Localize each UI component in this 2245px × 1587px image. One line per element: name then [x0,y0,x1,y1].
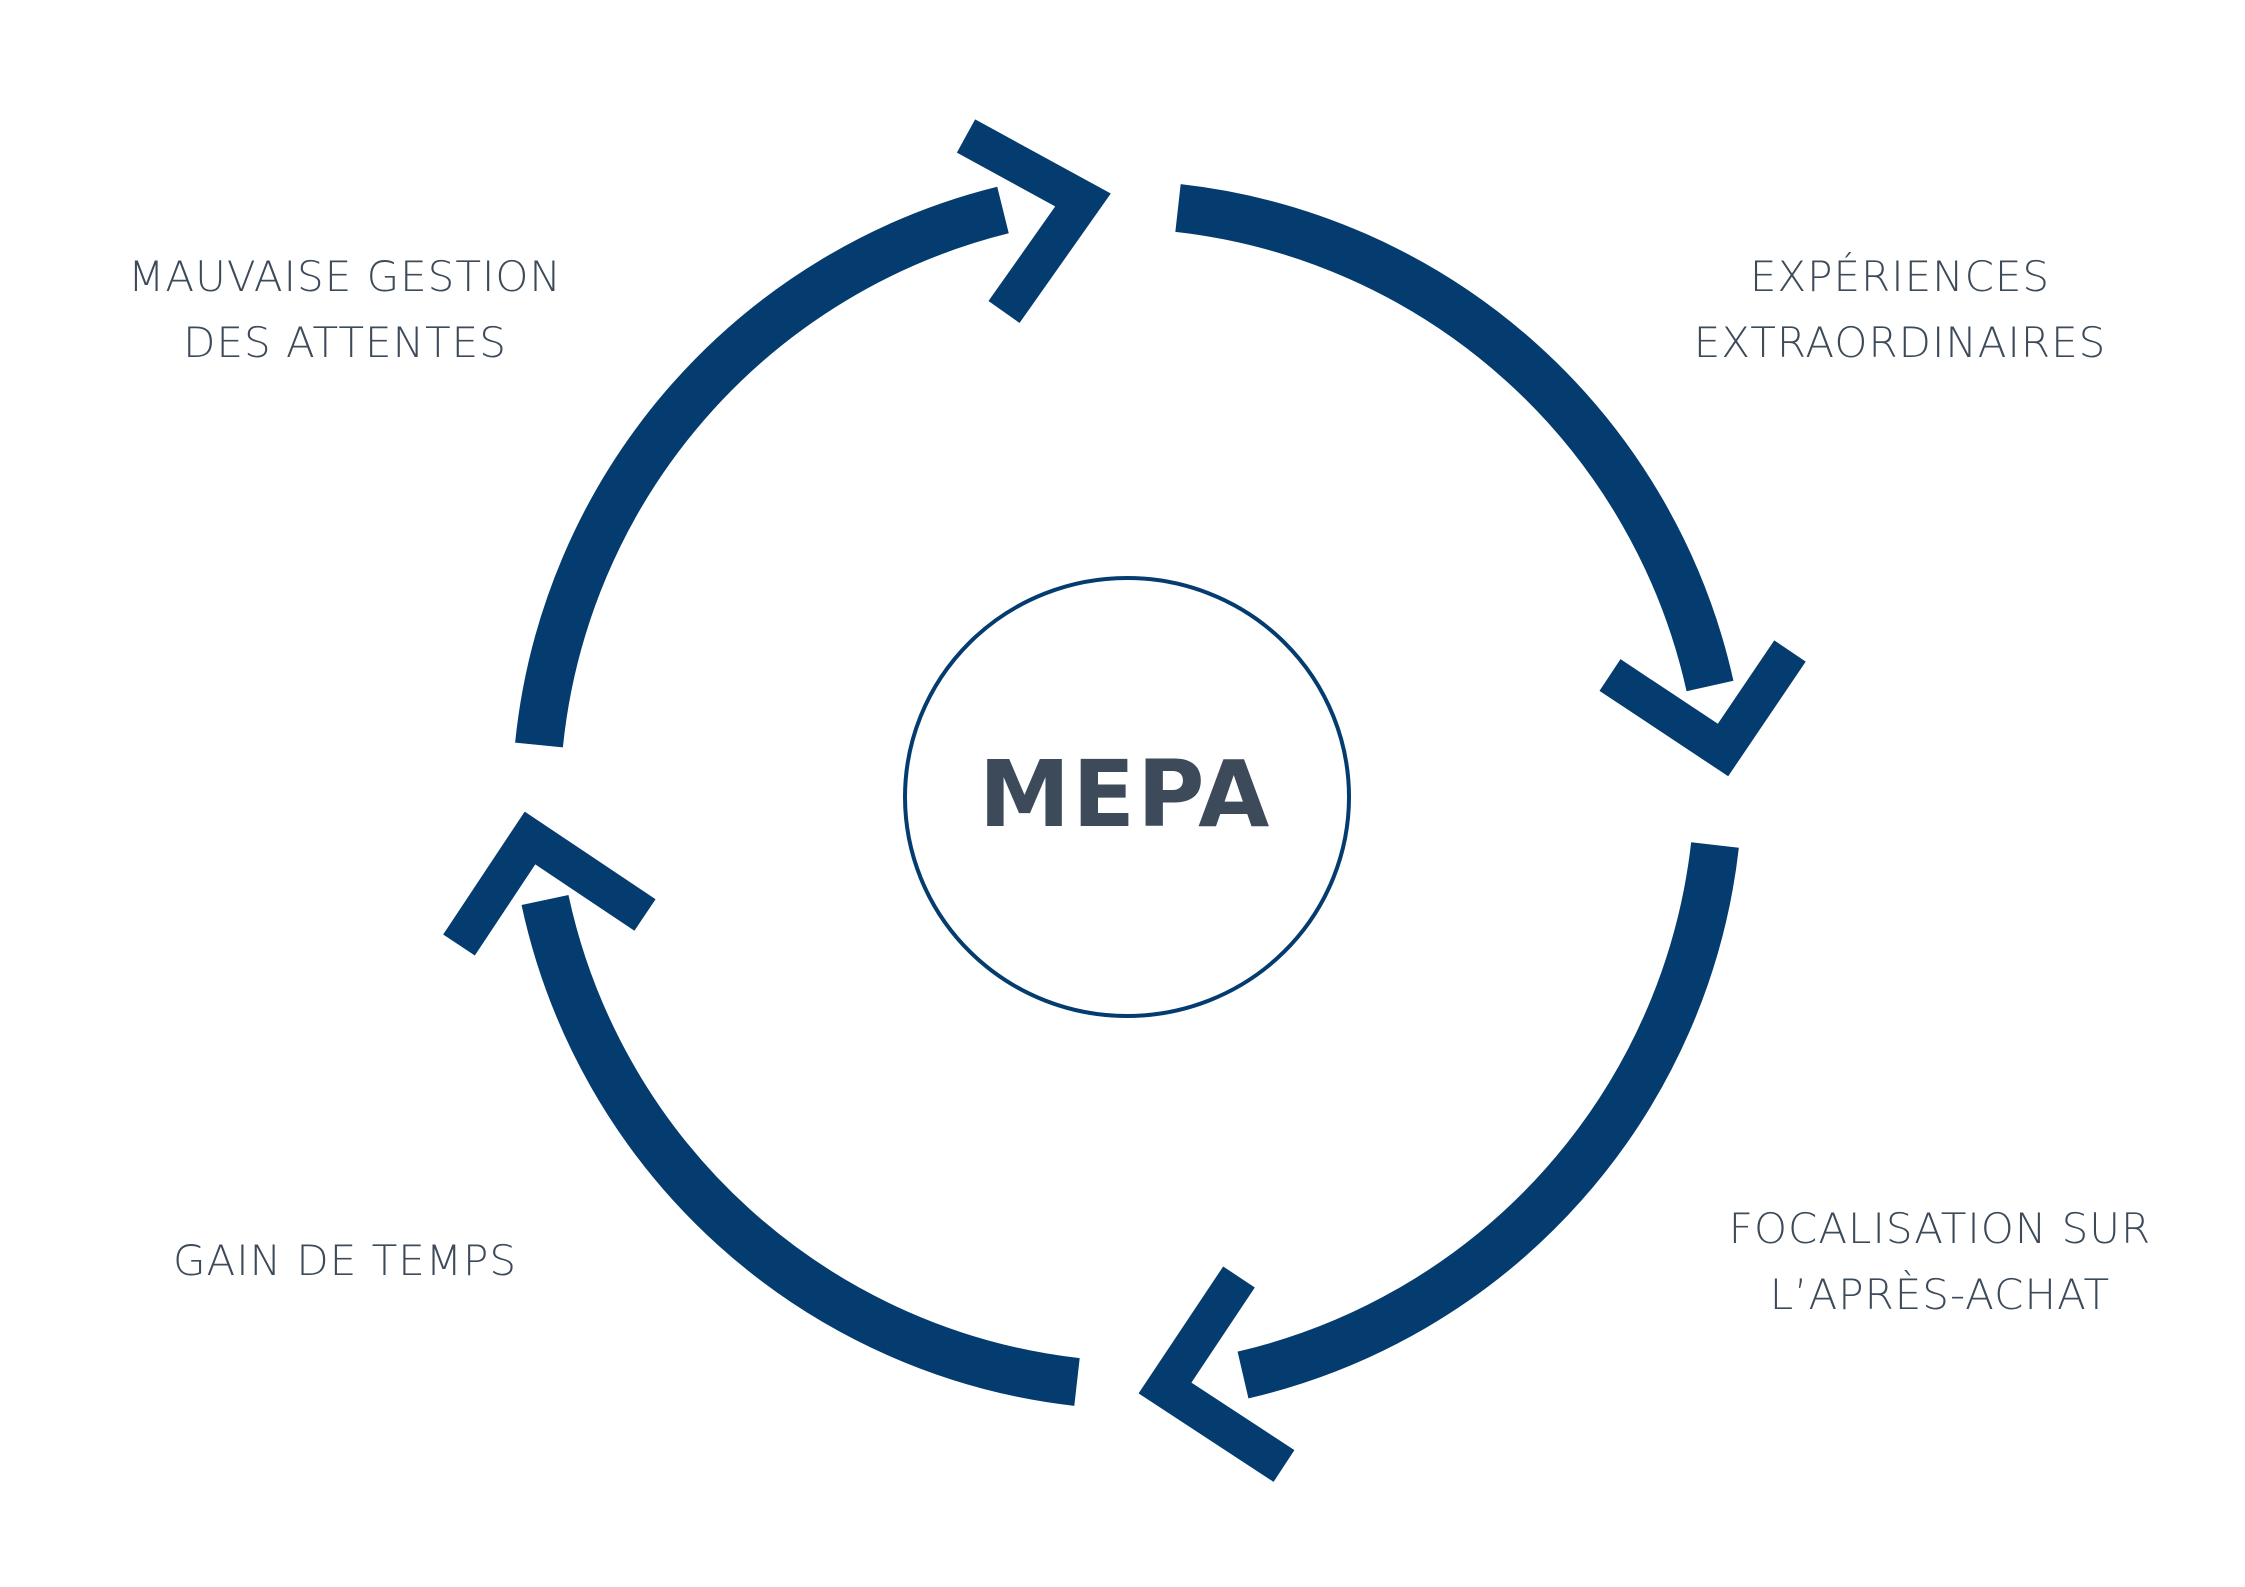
arrowhead-bottom-left [443,811,656,956]
arrowhead-top-left [956,119,1111,323]
center-title: MEPA [978,741,1272,848]
label-top-left-line-1: MAUVAISE GESTION [128,252,562,301]
label-top-right: EXPÉRIENCES EXTRAORDINAIRES [1610,244,2190,376]
label-bottom-left: GAIN DE TEMPS [120,1228,570,1294]
arrow-arc-bottom-right [1237,842,1739,1399]
center-circle [903,576,1351,1018]
arrowhead-top-right [1599,640,1806,777]
arrow-arc-bottom-left [521,894,1080,1406]
label-bottom-right-line-1: FOCALISATION SUR [1728,1204,2152,1253]
label-bottom-right: FOCALISATION SUR L’APRÈS-ACHAT [1660,1196,2220,1328]
label-bottom-right-line-2: L’APRÈS-ACHAT [1769,1270,2111,1319]
label-top-left: MAUVAISE GESTION DES ATTENTES [60,244,630,376]
arrow-arc-top-left [515,186,1009,748]
arrowhead-bottom-right [1138,1266,1295,1482]
label-top-right-line-1: EXPÉRIENCES [1749,252,2051,301]
label-bottom-left-line-1: GAIN DE TEMPS [172,1236,518,1285]
label-top-left-line-2: DES ATTENTES [183,318,507,367]
label-top-right-line-2: EXTRAORDINAIRES [1693,318,2107,367]
arrow-arc-top-right [1175,184,1734,692]
